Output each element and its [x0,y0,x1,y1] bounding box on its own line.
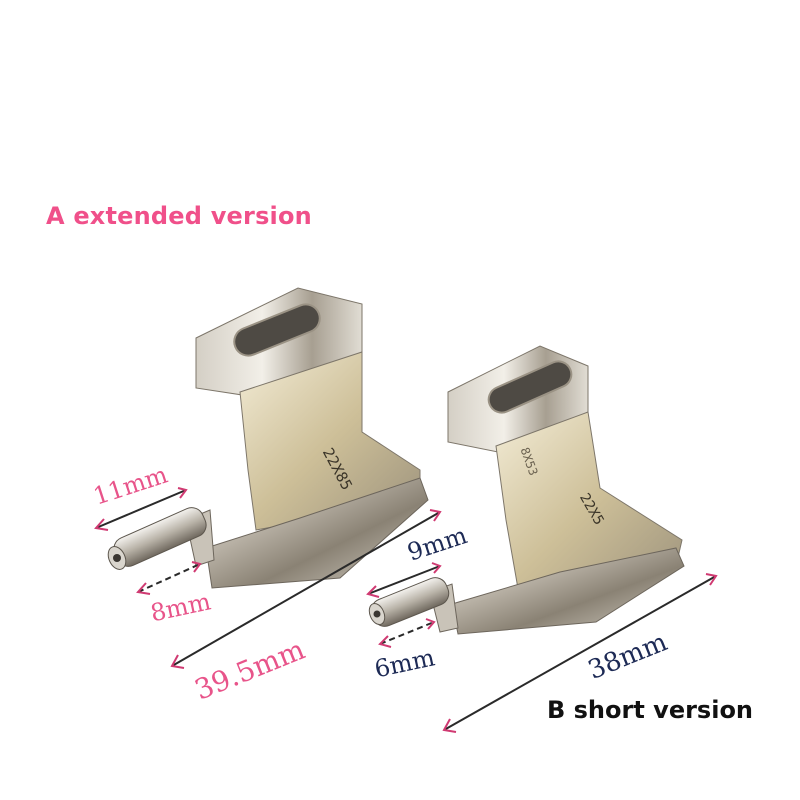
arrow-b-total-length [442,573,718,733]
foot-b-shank [495,411,683,601]
arrow-a-pin-length [94,487,188,531]
presser-foot-a: 22X85 [107,287,429,589]
arrow-b-pin-length [366,562,442,598]
arrow-a-pin-offset [136,561,202,595]
version-b-label: B short version [547,696,754,724]
foot-b-pin [368,577,450,627]
foot-b-slot [487,360,573,414]
foot-a-pin [107,507,207,570]
presser-foot-b: 22X5 8X53 [368,345,685,635]
version-a-label: A extended version [46,202,312,230]
foot-a-slot [233,303,321,357]
arrow-b-pin-offset [378,618,436,648]
arrow-a-total-length [170,509,442,669]
foot-b-sole [451,547,685,635]
dimension-arrows [94,487,718,733]
foot-a-sole [205,477,429,589]
